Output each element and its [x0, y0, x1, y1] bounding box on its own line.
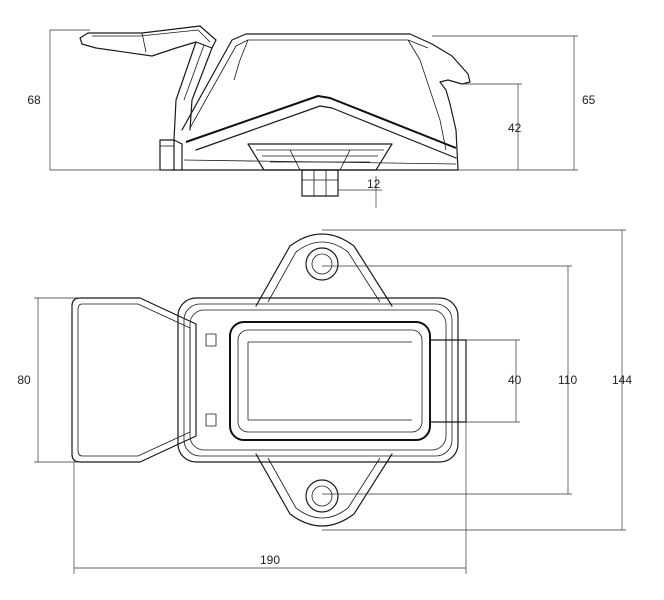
dim-68: 68: [27, 93, 41, 107]
dim-42: 42: [508, 121, 522, 135]
dim-144: 144: [612, 373, 632, 387]
dim-40: 40: [508, 373, 522, 387]
top-view-dimensions: 80 40 110 144 190: [17, 229, 632, 574]
top-view: [71, 233, 467, 527]
dim-110: 110: [558, 373, 577, 387]
side-view: [79, 25, 471, 197]
side-view-dimensions: 68 65 42 12: [27, 29, 596, 208]
dim-12: 12: [367, 177, 381, 191]
dim-190: 190: [260, 553, 280, 567]
dim-65: 65: [582, 93, 596, 107]
dim-80: 80: [17, 373, 31, 387]
